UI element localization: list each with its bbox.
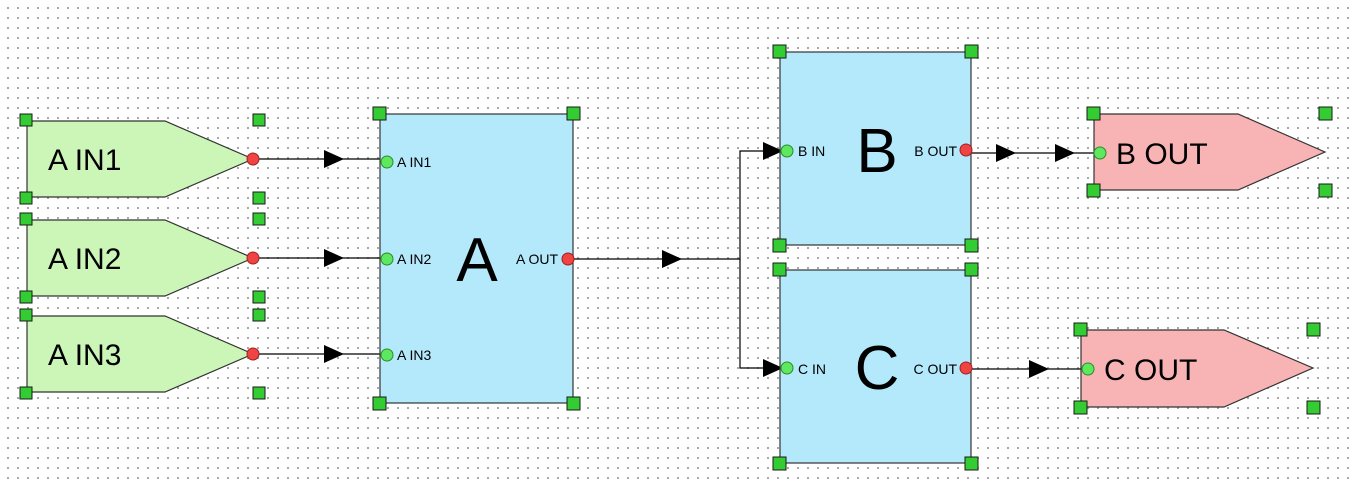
- resize-handle[interactable]: [19, 113, 33, 127]
- output-port-b-label: B OUT: [1116, 138, 1208, 171]
- wire-c-out-arrow: [1029, 360, 1049, 378]
- resize-handle[interactable]: [1073, 322, 1088, 337]
- resize-handle[interactable]: [19, 308, 33, 322]
- resize-handle[interactable]: [19, 386, 33, 400]
- block-a-pin-in1[interactable]: [380, 155, 394, 169]
- input-port-3-label: A IN3: [48, 339, 121, 372]
- block-c-title: C: [855, 334, 900, 403]
- resize-handle[interactable]: [964, 456, 979, 471]
- input-port-2[interactable]: A IN2: [19, 212, 266, 304]
- block-b-body: [779, 51, 972, 246]
- resize-handle[interactable]: [964, 44, 979, 59]
- output-port-c[interactable]: C OUT: [1073, 322, 1321, 415]
- output-port-b[interactable]: B OUT: [1086, 106, 1333, 198]
- block-b-pin-in-label: B IN: [798, 143, 825, 159]
- output-port-b-pin[interactable]: [1093, 146, 1107, 160]
- resize-handle[interactable]: [566, 396, 581, 411]
- input-port-1[interactable]: A IN1: [19, 113, 266, 205]
- resize-handle[interactable]: [252, 212, 266, 226]
- resize-handle[interactable]: [1306, 400, 1321, 415]
- block-a-pin-in1-label: A IN1: [397, 154, 431, 170]
- block-c[interactable]: C C IN C OUT: [772, 262, 979, 471]
- input-port-3-shape: [26, 315, 255, 393]
- output-port-c-shape: [1080, 329, 1315, 408]
- output-port-c-pin[interactable]: [1081, 362, 1095, 376]
- block-a-pin-out[interactable]: [561, 252, 575, 266]
- resize-handle[interactable]: [964, 262, 979, 277]
- wire-a-out-to-b[interactable]: [569, 150, 784, 260]
- connections: [253, 142, 1100, 378]
- wire-b-in-arrow: [763, 142, 783, 160]
- wire-a-in3-arrow: [324, 345, 344, 363]
- wire-a-in2-arrow: [324, 249, 344, 267]
- resize-handle[interactable]: [1086, 106, 1101, 121]
- resize-handle[interactable]: [252, 191, 266, 205]
- input-port-1-label: A IN1: [48, 144, 121, 177]
- output-port-b-shape: [1093, 113, 1327, 191]
- resize-handle[interactable]: [252, 308, 266, 322]
- block-a-pin-in2[interactable]: [380, 252, 394, 266]
- resize-handle[interactable]: [772, 44, 787, 59]
- block-a-title: A: [456, 226, 498, 295]
- input-port-2-pin[interactable]: [246, 251, 260, 265]
- resize-handle[interactable]: [252, 386, 266, 400]
- resize-handle[interactable]: [566, 106, 581, 121]
- resize-handle[interactable]: [1318, 106, 1333, 121]
- resize-handle[interactable]: [252, 290, 266, 304]
- resize-handle[interactable]: [19, 191, 33, 205]
- resize-handle[interactable]: [1306, 322, 1321, 337]
- block-a-body: [379, 113, 574, 404]
- resize-handle[interactable]: [772, 262, 787, 277]
- resize-handle[interactable]: [1318, 183, 1333, 198]
- block-c-pin-in[interactable]: [780, 361, 794, 375]
- block-c-pin-out[interactable]: [959, 361, 973, 375]
- resize-handle[interactable]: [19, 212, 33, 226]
- block-b-pin-in[interactable]: [780, 144, 794, 158]
- wire-a-out-arrow: [662, 250, 682, 268]
- block-a-pin-in2-label: A IN2: [397, 251, 431, 267]
- output-port-c-label: C OUT: [1104, 354, 1197, 387]
- block-c-body: [779, 269, 972, 464]
- wire-c-in-arrow: [763, 359, 783, 377]
- wire-b-out-arrow-2: [1055, 144, 1075, 162]
- block-c-pin-in-label: C IN: [798, 361, 826, 377]
- input-port-3[interactable]: A IN3: [19, 308, 266, 400]
- input-port-1-pin[interactable]: [246, 152, 260, 166]
- block-b-pin-out-label: B OUT: [914, 143, 957, 159]
- block-a-pin-in3[interactable]: [380, 348, 394, 362]
- resize-handle[interactable]: [964, 238, 979, 253]
- resize-handle[interactable]: [19, 290, 33, 304]
- block-a[interactable]: A A IN1 A IN2 A IN3 A OUT: [372, 106, 581, 411]
- input-port-2-shape: [26, 219, 255, 297]
- block-a-pin-in3-label: A IN3: [397, 347, 431, 363]
- wire-a-in1-arrow: [324, 150, 344, 168]
- resize-handle[interactable]: [772, 238, 787, 253]
- input-port-3-pin[interactable]: [246, 347, 260, 361]
- block-c-pin-out-label: C OUT: [913, 361, 957, 377]
- input-port-2-label: A IN2: [48, 243, 121, 276]
- block-a-pin-out-label: A OUT: [516, 251, 558, 267]
- wire-b-out-arrow-1: [996, 144, 1016, 162]
- resize-handle[interactable]: [252, 113, 266, 127]
- resize-handle[interactable]: [1073, 400, 1088, 415]
- resize-handle[interactable]: [372, 106, 387, 121]
- block-b[interactable]: B B IN B OUT: [772, 44, 979, 253]
- block-b-pin-out[interactable]: [959, 143, 973, 157]
- resize-handle[interactable]: [772, 456, 787, 471]
- input-port-1-shape: [26, 120, 255, 198]
- block-b-title: B: [856, 117, 897, 186]
- resize-handle[interactable]: [372, 396, 387, 411]
- resize-handle[interactable]: [1086, 183, 1101, 198]
